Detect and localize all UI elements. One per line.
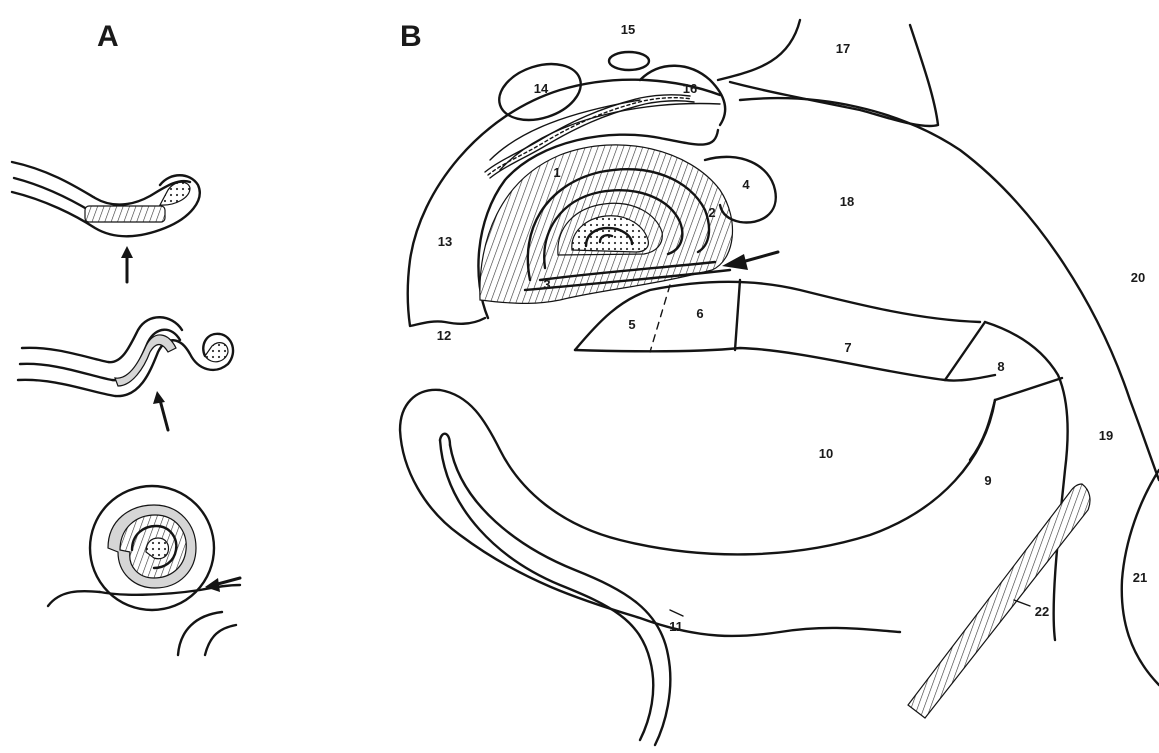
region-11-outline [440,440,653,740]
label-15: 15 [621,22,635,37]
structure-15 [609,52,649,70]
arrow-stage-2 [160,400,168,430]
boundary-8-9 [995,378,1062,400]
boundary-5-6 [650,285,670,352]
label-22: 22 [1035,604,1049,619]
panel-b-drawing [400,20,1159,745]
label-6: 6 [696,306,703,321]
label-20: 20 [1131,270,1145,285]
label-11: 11 [669,619,683,634]
boundary-7-8 [945,322,985,380]
region-10-outline [400,390,995,636]
label-16: 16 [683,81,697,96]
label-4: 4 [742,177,750,192]
panel-a-stage-3 [48,486,240,655]
label-1: 1 [553,165,560,180]
label-21: 21 [1133,570,1147,585]
structure-17 [718,20,938,126]
label-7: 7 [844,340,851,355]
label-17: 17 [836,41,850,56]
label-5: 5 [628,317,635,332]
label-8: 8 [997,359,1004,374]
label-13: 13 [438,234,452,249]
panel-a-stage-2 [18,317,233,430]
label-3: 3 [543,277,550,292]
arrow-panel-b [742,252,778,262]
panel-a-stage-1 [12,162,200,282]
label-9: 9 [984,473,991,488]
label-14: 14 [534,81,549,96]
label-10: 10 [819,446,833,461]
region-22-bar [908,484,1090,718]
label-2: 2 [708,205,715,220]
boundary-6-7 [735,280,740,350]
label-19: 19 [1099,428,1113,443]
label-18: 18 [840,194,854,209]
label-12: 12 [437,328,451,343]
